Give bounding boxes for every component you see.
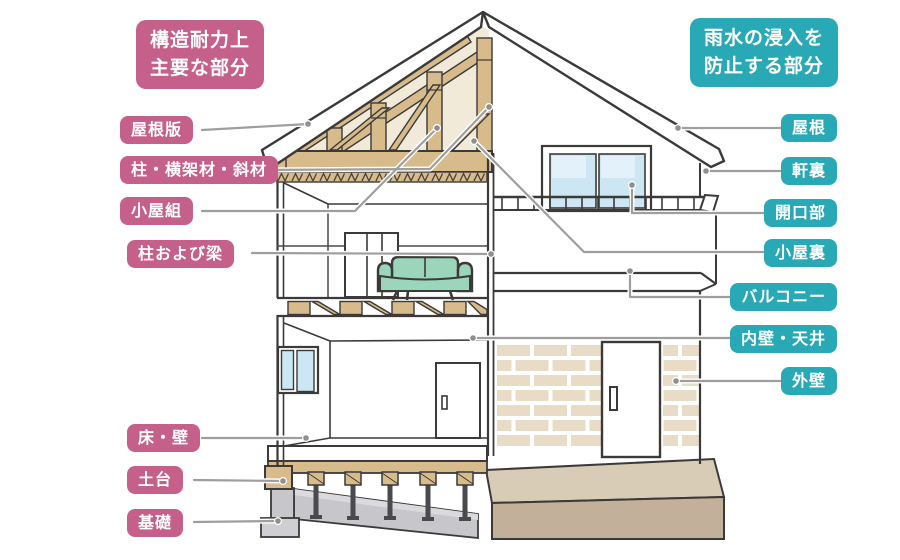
label-columns-and-beams: 柱および梁 [127, 240, 235, 268]
ground [484, 457, 726, 540]
label-roof-truss: 小屋組 [120, 197, 194, 225]
floor-framing [264, 460, 488, 490]
label-eaves-soffit: 軒裏 [780, 157, 837, 185]
waterproof-header-line1: 雨水の浸入を [703, 27, 824, 49]
exterior-wall [497, 291, 702, 464]
second-floor-framing [277, 296, 488, 318]
sill-beam [264, 465, 293, 490]
balcony-wall [493, 212, 717, 293]
first-floor-window [276, 345, 320, 395]
leader-lines [191, 102, 787, 525]
interior-door [435, 362, 481, 439]
label-roof: 屋根 [780, 114, 837, 142]
sofa [376, 255, 474, 301]
structural-header: 構造耐力上 主要な部分 [136, 20, 265, 90]
label-roof-board: 屋根版 [120, 116, 194, 144]
center-wall [486, 153, 495, 456]
label-attic: 小屋裏 [763, 239, 837, 267]
waterproof-header-line2: 防止する部分 [703, 54, 824, 77]
steel-floor-posts [310, 484, 471, 521]
balcony-railing [493, 193, 720, 214]
label-sill: 土台 [127, 466, 184, 494]
attic-framing [265, 26, 493, 183]
label-columns-horizontal-diagonal-members: 柱・横架材・斜材 [120, 156, 279, 184]
label-interior-wall-ceiling: 内壁・天井 [729, 325, 837, 353]
structural-header-line2: 主要な部分 [150, 56, 251, 79]
foundation-concrete [260, 487, 479, 539]
label-floor-wall: 床・壁 [127, 424, 201, 452]
front-door [600, 340, 662, 459]
first-floor-slab [267, 445, 488, 462]
label-balcony: バルコニー [730, 283, 837, 311]
label-exterior-wall: 外壁 [780, 367, 837, 395]
structural-header-line1: 構造耐力上 [150, 29, 251, 51]
label-openings: 開口部 [763, 199, 837, 227]
label-foundation: 基礎 [127, 509, 184, 537]
roof-right-slope [481, 10, 726, 169]
balcony-window [540, 144, 653, 213]
waterproof-header: 雨水の浸入を 防止する部分 [689, 18, 838, 88]
